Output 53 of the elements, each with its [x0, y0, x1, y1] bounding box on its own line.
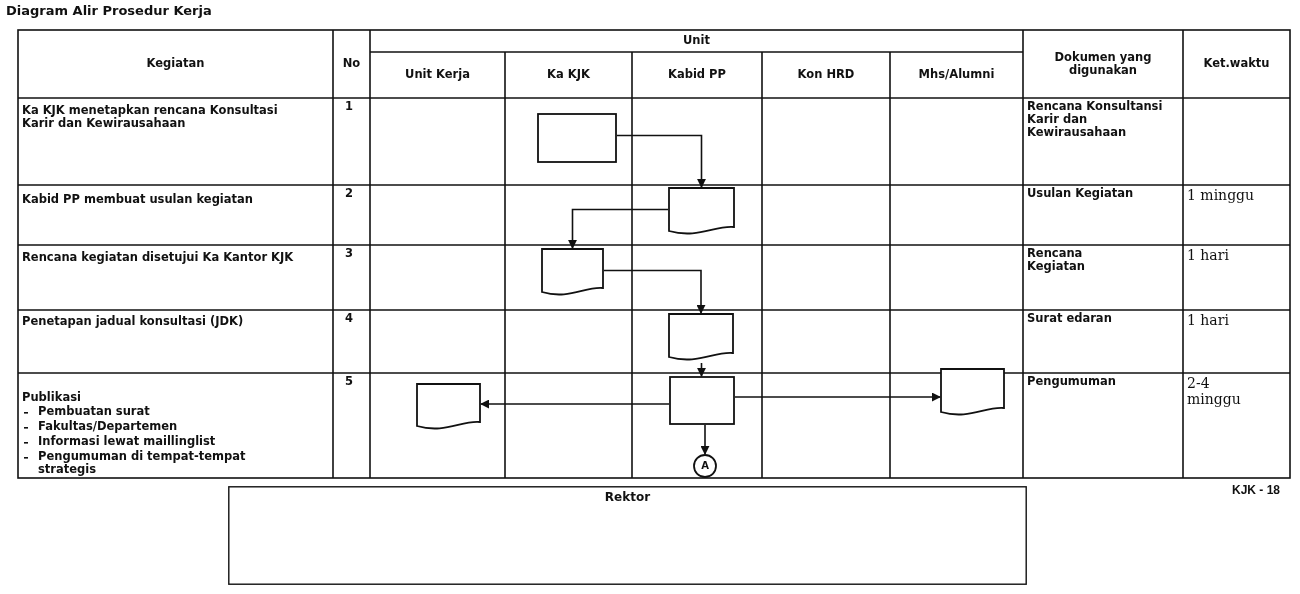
- activity-text: Rencana kegiatan disetujui Ka Kantor KJK: [22, 251, 295, 265]
- flow-arrow: [700, 424, 710, 455]
- list-item: Fakultas/Departemen: [38, 420, 179, 434]
- column-header: Ka KJK: [546, 66, 591, 84]
- column-header: Dokumen yang digunakan: [1053, 48, 1153, 79]
- list-item: Pembuatan surat: [38, 405, 151, 419]
- flow-arrow: [734, 392, 941, 402]
- step-number: 5: [345, 375, 354, 389]
- document-name: Rencana Kegiatan: [1027, 247, 1086, 274]
- activity-text: Kabid PP membuat usulan kegiatan: [22, 193, 255, 207]
- column-header: Unit Kerja: [404, 66, 471, 84]
- flow-arrow: [480, 399, 670, 409]
- lane-box: [228, 486, 1027, 585]
- document-name: Surat edaran: [1027, 312, 1113, 326]
- step-number: 4: [345, 312, 354, 326]
- document-shape: [940, 368, 1005, 418]
- document-shape: [668, 313, 734, 363]
- document-name: Rencana Konsultansi Karir dan Kewirausahaan: [1027, 100, 1164, 140]
- time-estimate: 1 minggu: [1187, 187, 1256, 204]
- list-item: Informasi lewat maillinglist: [38, 435, 217, 449]
- time-estimate: 1 hari: [1187, 312, 1230, 329]
- time-estimate: 1 hari: [1187, 247, 1230, 264]
- connector-label: A: [700, 459, 710, 473]
- diagram-title: Diagram Alir Prosedur Kerja: [6, 4, 212, 19]
- step-number: 2: [345, 187, 354, 201]
- activity-text: Ka KJK menetapkan rencana Konsultasi Karir dan Kewirausahaan: [22, 104, 279, 131]
- connector-circle: [693, 454, 717, 478]
- document-shape: [416, 383, 481, 432]
- column-header: Unit: [682, 32, 711, 50]
- column-header: No: [341, 55, 362, 73]
- document-shape: [668, 187, 735, 237]
- list-item: Pengumuman di tempat-tempat strategis: [38, 450, 247, 477]
- column-header: Kegiatan: [145, 55, 206, 73]
- activity-text: Publikasi: [22, 391, 82, 405]
- column-header: Mhs/Alumni: [917, 66, 996, 84]
- step-number: 3: [345, 247, 354, 261]
- activity-text: Penetapan jadual konsultasi (JDK): [22, 315, 245, 329]
- column-header: Ket.waktu: [1202, 55, 1271, 73]
- step-number: 1: [345, 100, 354, 114]
- flow-arrow: [603, 269, 706, 314]
- time-estimate: 2-4 minggu: [1187, 375, 1242, 408]
- column-header: Kabid PP: [667, 66, 727, 84]
- flow-arrow: [697, 362, 706, 377]
- page-code: KJK - 18: [1232, 484, 1282, 498]
- process-box: [537, 113, 617, 163]
- document-shape: [541, 248, 604, 298]
- process-box: [669, 376, 735, 425]
- flow-arrow: [616, 134, 706, 188]
- flow-arrow: [568, 208, 669, 249]
- column-header: Kon HRD: [796, 66, 856, 84]
- document-name: Usulan Kegiatan: [1027, 187, 1135, 201]
- lane-title: Rektor: [604, 490, 651, 504]
- document-name: Pengumuman: [1027, 375, 1117, 389]
